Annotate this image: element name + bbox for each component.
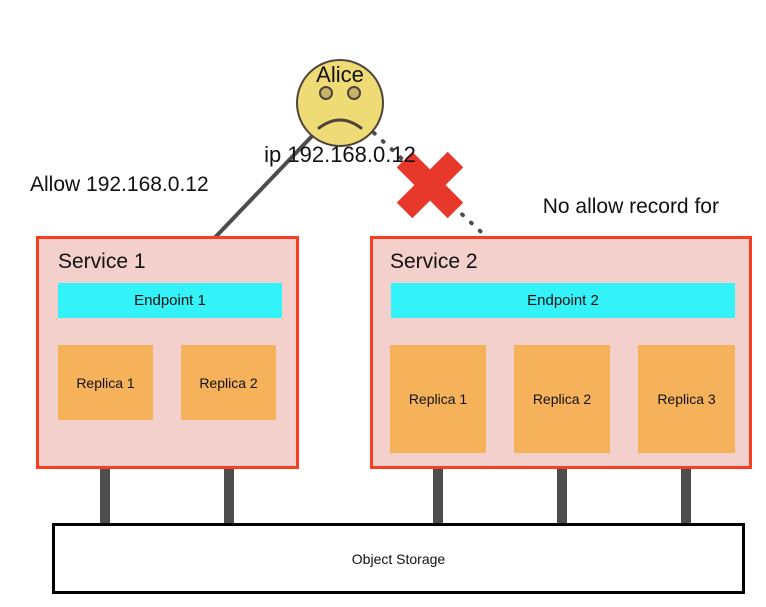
pipe-s2replica1-to-storage bbox=[433, 451, 443, 525]
service-1-replica-2[interactable]: Replica 2 bbox=[181, 345, 276, 420]
pipe-replica2-to-storage bbox=[224, 418, 234, 525]
service-1-endpoint[interactable]: Endpoint 1 bbox=[58, 283, 282, 318]
allow-record-note: Allow 192.168.0.12 bbox=[30, 173, 209, 196]
service-2-replica-2[interactable]: Replica 2 bbox=[514, 345, 610, 453]
service-2-replica-3[interactable]: Replica 3 bbox=[638, 345, 735, 453]
object-storage-container[interactable]: Object Storage bbox=[52, 523, 745, 594]
actor-ip-text: ip 192.168.0.12 bbox=[264, 142, 416, 168]
face-frown bbox=[317, 118, 363, 130]
sad-face-icon bbox=[296, 59, 384, 147]
actor-name: Alice bbox=[316, 61, 364, 87]
service-1-replica-1[interactable]: Replica 1 bbox=[58, 345, 153, 420]
actor-caption: Alice ip 192.168.0.12 bbox=[0, 8, 680, 196]
deny-note-line-1: No allow record for bbox=[542, 194, 719, 218]
service-2-replica-1[interactable]: Replica 1 bbox=[390, 345, 486, 453]
face-eye-right bbox=[347, 86, 361, 100]
service-2-endpoint[interactable]: Endpoint 2 bbox=[391, 283, 735, 318]
face-eye-left bbox=[319, 86, 333, 100]
service-1-title: Service 1 bbox=[58, 250, 146, 273]
pipe-s2replica2-to-storage bbox=[557, 451, 567, 525]
service-2-title: Service 2 bbox=[390, 250, 478, 273]
red-x-icon bbox=[396, 151, 464, 219]
pipe-replica1-to-storage bbox=[100, 418, 110, 525]
pipe-s2replica3-to-storage bbox=[681, 451, 691, 525]
